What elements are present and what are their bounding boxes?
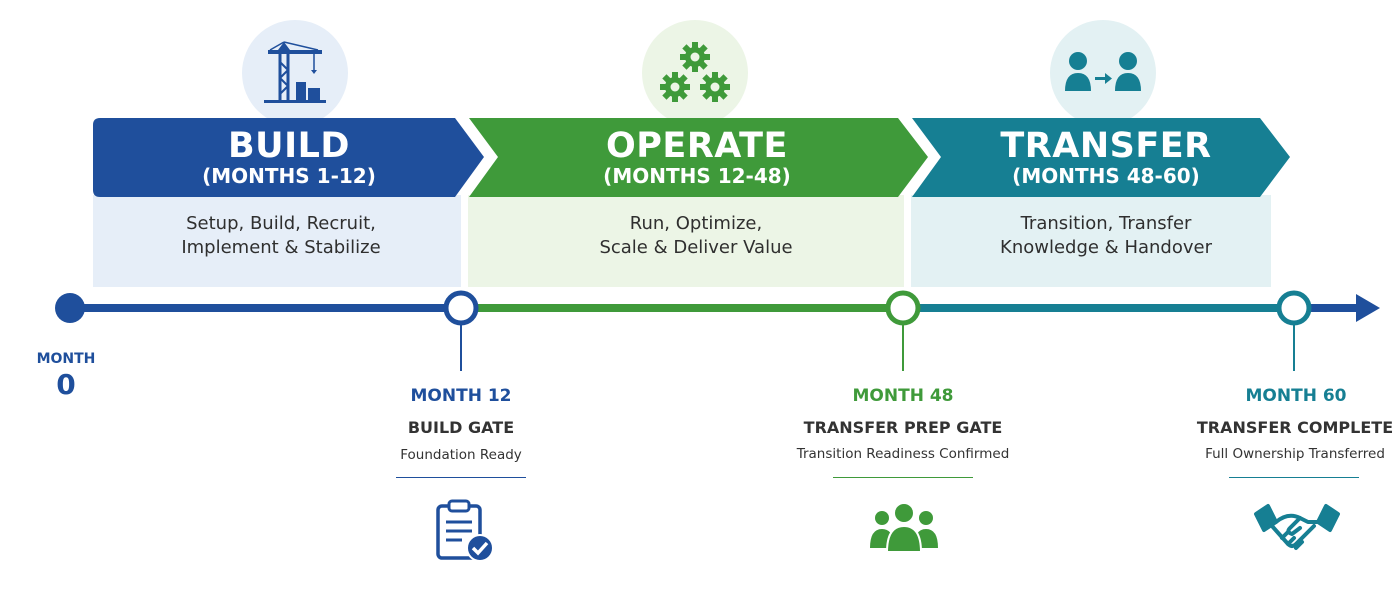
transfer-description-line-1: Transition, Transfer <box>1020 213 1192 234</box>
transfer-description-box <box>911 195 1271 287</box>
transfer-months: (MONTHS 48-60) <box>1012 164 1200 188</box>
milestone-12-gate: BUILD GATE <box>407 418 515 437</box>
timeline-transfer-segment <box>903 304 1294 312</box>
build-description-box <box>93 195 461 287</box>
operate-description-box <box>468 195 904 287</box>
build-icon-circle <box>242 20 348 126</box>
milestone-12-underline <box>396 477 526 478</box>
build-title: BUILD <box>228 126 350 166</box>
transfer-description: Transition, Transfer Knowledge & Handove… <box>911 212 1301 260</box>
build-description-line-1: Setup, Build, Recruit, <box>186 213 376 234</box>
milestone-60-description: Full Ownership Transferred <box>1205 446 1385 462</box>
build-description-line-2: Implement & Stabilize <box>181 237 381 258</box>
milestone-12-month: MONTH 12 <box>410 386 512 406</box>
operate-title: OPERATE <box>606 126 788 166</box>
milestone-60-month: MONTH 60 <box>1245 386 1347 406</box>
phase-banners <box>93 118 1290 197</box>
handshake-icon <box>1254 504 1340 550</box>
team-icon <box>870 502 938 553</box>
transfer-icon-circle <box>1050 20 1156 126</box>
timeline <box>55 290 1380 371</box>
person-transfer-icon <box>1065 52 1141 91</box>
milestone-48-gate: TRANSFER PREP GATE <box>803 418 1003 437</box>
transfer-prep-gate-node <box>885 290 921 326</box>
operate-description: Run, Optimize, Scale & Deliver Value <box>468 212 924 260</box>
build-banner <box>93 118 484 197</box>
timeline-build-segment <box>70 304 461 312</box>
start-month-label: MONTH <box>36 351 96 367</box>
milestone-12-description: Foundation Ready <box>400 447 522 463</box>
build-description: Setup, Build, Recruit, Implement & Stabi… <box>93 212 469 260</box>
milestone-48-underline <box>833 477 973 478</box>
gears-icon <box>660 42 730 102</box>
operate-icon-circle <box>642 20 748 126</box>
crane-icon <box>264 41 326 103</box>
transfer-description-line-2: Knowledge & Handover <box>1000 237 1212 258</box>
milestone-60-gate: TRANSFER COMPLETE <box>1196 418 1394 437</box>
operate-months: (MONTHS 12-48) <box>603 164 791 188</box>
build-gate-node <box>443 290 479 326</box>
milestone-48-month: MONTH 48 <box>852 386 954 406</box>
milestone-48-description: Transition Readiness Confirmed <box>796 446 1010 462</box>
transfer-banner <box>912 118 1290 197</box>
start-month-value: 0 <box>56 368 76 401</box>
operate-description-line-1: Run, Optimize, <box>629 213 763 234</box>
transfer-title: TRANSFER <box>1000 126 1212 166</box>
transfer-complete-node <box>1276 290 1312 326</box>
operate-banner <box>469 118 928 197</box>
milestone-60-underline <box>1229 477 1359 478</box>
build-months: (MONTHS 1-12) <box>202 164 376 188</box>
start-node <box>55 293 85 323</box>
timeline-arrow-head <box>1356 294 1380 322</box>
timeline-operate-segment <box>461 304 903 312</box>
operate-description-line-2: Scale & Deliver Value <box>599 237 793 258</box>
clipboard-check-icon <box>436 499 494 562</box>
timeline-arrow-shaft <box>1294 304 1356 312</box>
